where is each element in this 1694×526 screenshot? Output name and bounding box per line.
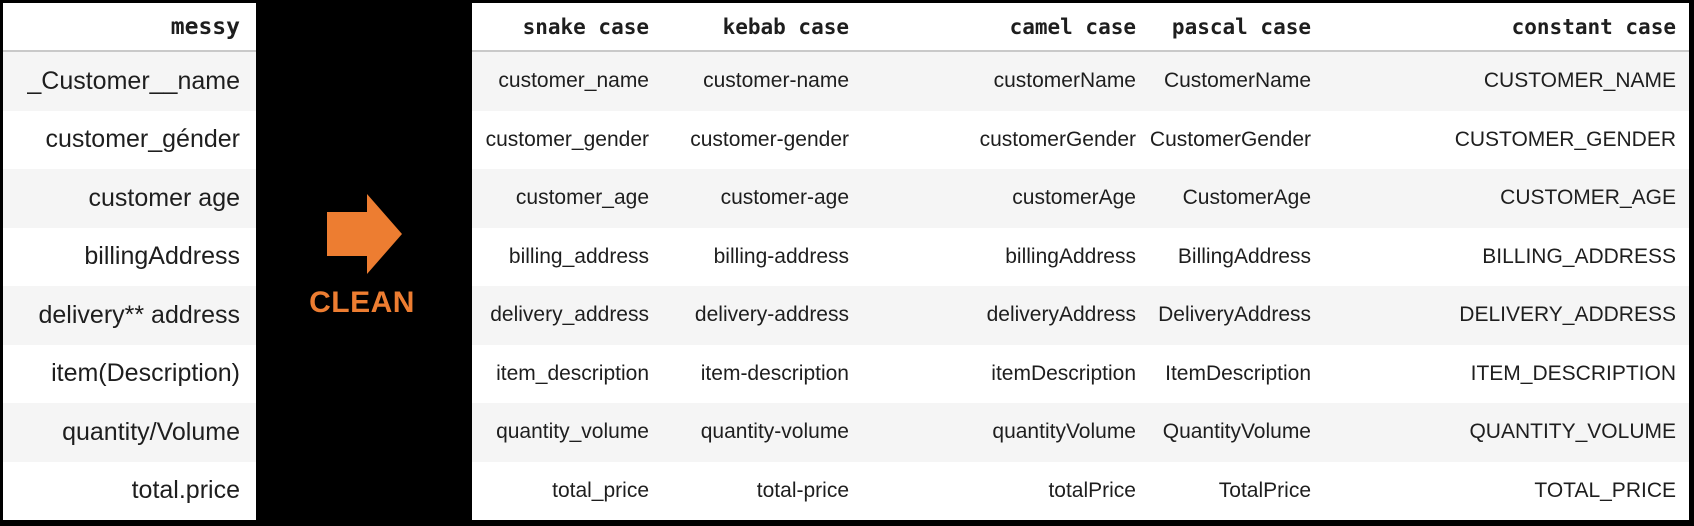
table-cell: billingAddress [84,242,240,271]
table-cell: quantity_volume [496,420,649,444]
messy-table-body: _Customer__name customer_génder customer… [3,52,256,520]
table-cell: customer_age [515,186,649,210]
messy-table: messy _Customer__name customer_génder cu… [3,3,256,520]
table-row: total_price total-price totalPrice Total… [472,461,1689,520]
table-cell: DeliveryAddress [1158,303,1311,327]
column-header-constant-case: constant case [1511,14,1676,39]
table-cell: customer_name [498,69,649,93]
table-row: _Customer__name [3,52,256,111]
table-cell: item(Description) [51,359,240,388]
table-cell: itemDescription [991,361,1136,385]
table-row: customer age [3,169,256,228]
table-cell: quantity/Volume [62,417,240,446]
table-cell: customerGender [979,127,1136,151]
right-arrow-icon [327,212,368,256]
table-cell: TotalPrice [1218,478,1311,502]
table-cell: item-description [700,361,849,385]
table-cell: totalPrice [1048,478,1136,502]
table-cell: customerAge [1012,186,1136,210]
table-cell: _Customer__name [27,66,240,95]
table-cell: TOTAL_PRICE [1534,478,1676,502]
table-row: quantity/Volume [3,403,256,462]
column-header-kebab-case: kebab case [722,14,849,39]
table-cell: billing_address [508,244,649,268]
table-cell: CUSTOMER_NAME [1483,69,1676,93]
table-cell: CustomerGender [1149,127,1311,151]
table-cell: billing-address [713,244,849,268]
table-row: delivery** address [3,286,256,345]
table-row: quantity_volume quantity-volume quantity… [472,403,1689,462]
table-cell: customer-age [720,186,849,210]
table-row: customer_génder [3,110,256,169]
table-row: customer_gender customer-gender customer… [472,110,1689,169]
clean-table: snake case kebab case camel case pascal … [472,3,1689,520]
table-cell: QUANTITY_VOLUME [1469,420,1676,444]
table-cell: delivery** address [38,300,241,329]
clean-table-body: customer_name customer-name customerName… [472,52,1689,520]
table-cell: BILLING_ADDRESS [1482,244,1676,268]
table-row: customer_age customer-age customerAge Cu… [472,169,1689,228]
table-row: customer_name customer-name customerName… [472,52,1689,111]
table-cell: QuantityVolume [1162,420,1311,444]
clean-label: CLEAN [309,286,415,319]
table-cell: delivery_address [490,303,649,327]
right-arrow-head-icon [367,194,402,274]
table-cell: CustomerName [1163,69,1311,93]
messy-header-cell: messy [170,13,240,40]
table-row: total.price [3,461,256,520]
column-header-snake-case: snake case [522,14,649,39]
table-cell: quantity-volume [700,420,849,444]
table-cell: ItemDescription [1165,361,1311,385]
table-cell: billingAddress [1005,244,1136,268]
table-cell: customerName [993,69,1136,93]
table-cell: CUSTOMER_GENDER [1454,127,1676,151]
table-cell: quantityVolume [992,420,1136,444]
table-cell: item_description [496,361,649,385]
table-cell: DELIVERY_ADDRESS [1459,303,1676,327]
table-cell: customer-name [703,69,849,93]
clean-table-header-row: snake case kebab case camel case pascal … [472,3,1689,52]
messy-table-header-row: messy [3,3,256,52]
table-cell: total.price [131,476,240,505]
table-cell: total-price [756,478,849,502]
table-cell: CustomerAge [1182,186,1311,210]
table-cell: customer-gender [690,127,849,151]
table-cell: customer_génder [45,125,240,154]
column-header-camel-case: camel case [1009,14,1136,39]
table-cell: CUSTOMER_AGE [1500,186,1676,210]
table-row: item(Description) [3,344,256,403]
table-cell: customer age [88,183,240,212]
table-row: billingAddress [3,227,256,286]
table-cell: total_price [552,478,649,502]
table-cell: customer_gender [485,127,649,151]
table-row: billing_address billing-address billingA… [472,227,1689,286]
table-cell: BillingAddress [1177,244,1311,268]
table-row: delivery_address delivery-address delive… [472,286,1689,345]
table-cell: deliveryAddress [986,303,1136,327]
column-header-pascal-case: pascal case [1171,14,1311,39]
table-cell: ITEM_DESCRIPTION [1470,361,1676,385]
table-cell: delivery-address [694,303,849,327]
table-row: item_description item-description itemDe… [472,344,1689,403]
